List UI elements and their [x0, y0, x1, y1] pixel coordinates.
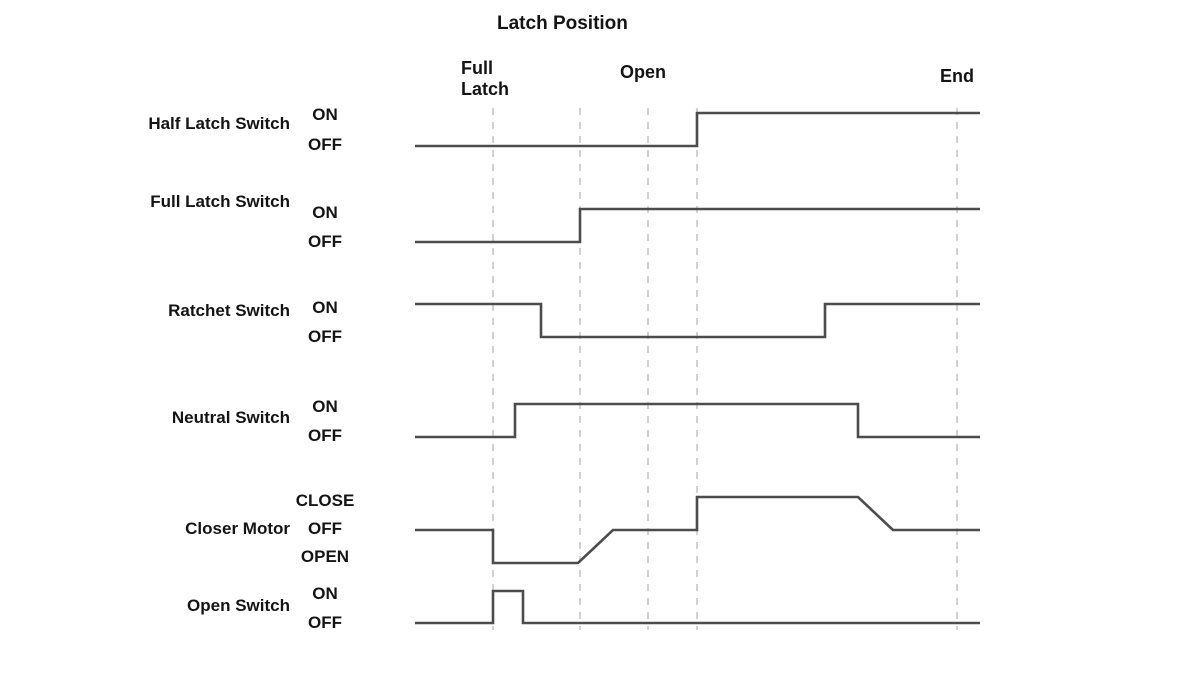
- waveform-full-latch-switch: [415, 207, 980, 244]
- signal-name-open-switch: Open Switch: [187, 596, 290, 615]
- marker-label-full-latch: Full Latch: [461, 58, 509, 100]
- waveform-neutral-switch: [415, 402, 980, 439]
- marker-label-full-latch-line2: Latch: [461, 79, 510, 100]
- marker-label-open: Open: [620, 62, 667, 82]
- level-label-full-latch-on: ON: [312, 203, 338, 222]
- level-label-open-switch-off: OFF: [308, 613, 342, 632]
- signal-name-full-latch-switch: Full Latch Switch: [150, 192, 290, 211]
- level-label-ratchet-off: OFF: [308, 327, 342, 346]
- waveform-closer-motor: [415, 495, 980, 565]
- waveform-paths-group: [415, 111, 980, 625]
- level-label-neutral-on: ON: [312, 397, 338, 416]
- level-label-half-latch-off: OFF: [308, 135, 342, 154]
- level-label-half-latch-on: ON: [312, 105, 338, 124]
- level-label-neutral-off: OFF: [308, 426, 342, 445]
- marker-label-end: End: [940, 66, 974, 86]
- page-title: Latch Position: [497, 13, 628, 34]
- level-label-closer-open: OPEN: [300, 547, 350, 566]
- level-label-open-switch-on: ON: [312, 584, 338, 603]
- level-label-closer-off: OFF: [308, 519, 342, 538]
- level-label-ratchet-on: ON: [312, 298, 338, 317]
- signal-name-closer-motor: Closer Motor: [185, 519, 290, 538]
- guide-lines-group: [492, 108, 958, 630]
- waveform-open-switch: [415, 589, 980, 625]
- waveform-ratchet-switch: [415, 302, 980, 339]
- signal-name-half-latch-switch: Half Latch Switch: [148, 114, 290, 133]
- signal-name-neutral-switch: Neutral Switch: [171, 408, 290, 427]
- level-label-closer-close: CLOSE: [295, 491, 355, 510]
- marker-label-full-latch-line1: Full: [461, 58, 493, 78]
- level-label-full-latch-off: OFF: [308, 232, 342, 251]
- signal-name-ratchet-switch: Ratchet Switch: [168, 301, 290, 320]
- waveform-half-latch-switch: [415, 111, 980, 148]
